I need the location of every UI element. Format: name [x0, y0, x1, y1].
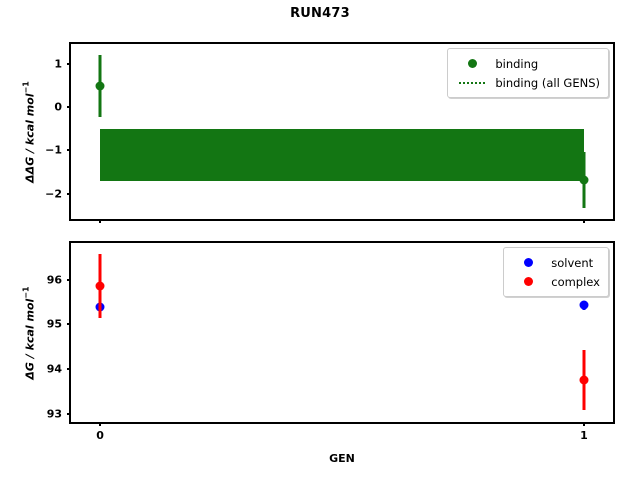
legend-entry[interactable]: binding — [455, 54, 600, 73]
ytick-mark — [67, 62, 71, 65]
top-panel-legend: binding binding (all GENS) — [447, 48, 609, 98]
ytick-label: −2 — [45, 187, 62, 201]
ytick-label: 1 — [54, 57, 62, 71]
legend-marker — [511, 258, 545, 267]
ytick-label: 94 — [46, 362, 62, 376]
legend-entry[interactable]: complex — [511, 272, 600, 291]
xtick-label: 1 — [580, 429, 588, 442]
figure-title: RUN473 — [290, 6, 350, 21]
xtick-label: 0 — [96, 429, 104, 442]
legend-marker — [455, 59, 489, 68]
bottom-panel-plot-area — [71, 243, 613, 422]
legend-label: solvent — [551, 255, 594, 270]
data-point-marker — [95, 281, 105, 291]
binding-all-gens-band — [100, 128, 584, 181]
xtick-mark — [582, 219, 585, 223]
ytick-mark — [67, 278, 71, 281]
top-panel-ylabel: ΔΔG / kcal mol−1 — [22, 81, 37, 183]
legend-label: binding — [495, 56, 539, 71]
x-axis-label: GEN — [329, 452, 355, 465]
ytick-label: 95 — [46, 317, 62, 331]
data-point-marker — [579, 175, 589, 185]
ytick-label: −1 — [45, 143, 62, 157]
top-ylabel-exponent: −1 — [21, 80, 31, 93]
data-point-marker — [579, 375, 589, 385]
legend-marker — [455, 81, 489, 84]
ytick-label: 93 — [46, 407, 62, 421]
legend-circle-icon — [523, 277, 533, 286]
ytick-mark — [67, 192, 71, 195]
ytick-mark — [67, 368, 71, 371]
legend-entry[interactable]: binding (all GENS) — [455, 73, 600, 92]
ytick-mark — [67, 105, 71, 108]
legend-circle-icon — [523, 258, 533, 267]
xtick-mark — [582, 422, 585, 426]
legend-label: complex — [551, 274, 600, 289]
ytick-mark — [67, 149, 71, 152]
bottom-panel-legend: solvent complex — [503, 247, 609, 297]
bottom-ylabel-exponent: −1 — [21, 285, 31, 299]
data-point-marker — [579, 300, 589, 310]
legend-dotted-line-icon — [459, 81, 486, 84]
legend-entry[interactable]: solvent — [511, 253, 600, 272]
ytick-label: 0 — [54, 100, 62, 114]
xtick-mark — [99, 422, 102, 426]
legend-marker — [511, 277, 545, 286]
ytick-mark — [67, 412, 71, 415]
data-point-marker — [95, 81, 105, 91]
xtick-mark — [99, 219, 102, 223]
legend-circle-icon — [467, 59, 477, 68]
top-panel-axes: ΔΔG / kcal mol−1 1 0 −1 −2 binding binding (… — [22, 42, 615, 223]
ytick-mark — [67, 323, 71, 326]
top-panel-plot-area — [71, 44, 613, 219]
legend-label: binding (all GENS) — [495, 75, 600, 90]
ytick-label: 96 — [46, 273, 62, 287]
